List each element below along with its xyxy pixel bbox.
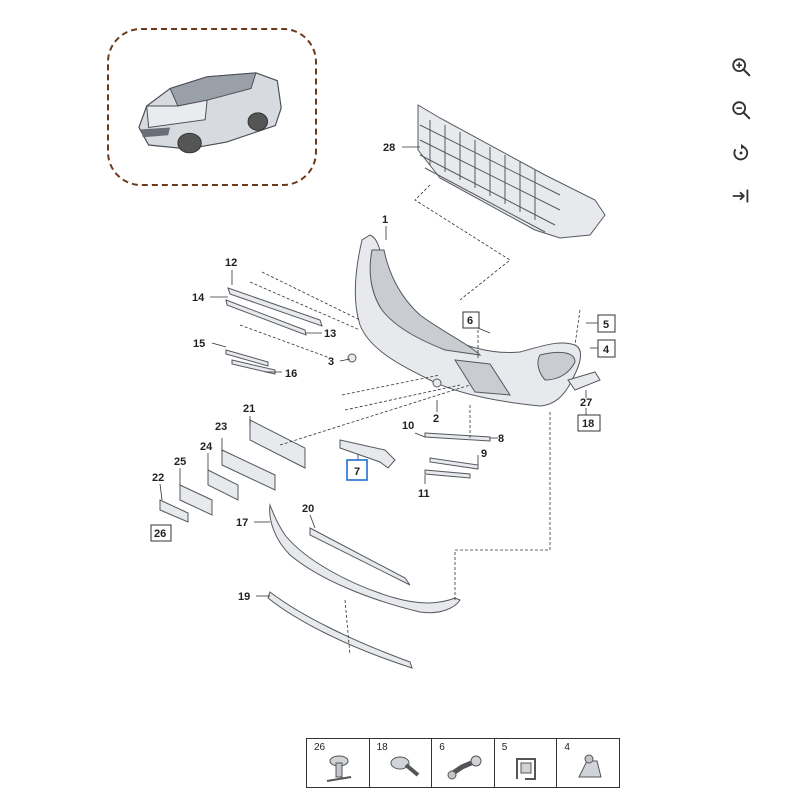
- small-strips-part[interactable]: [424, 432, 491, 479]
- bumper-cover-part[interactable]: [354, 234, 582, 407]
- callout-1[interactable]: 1: [382, 214, 388, 226]
- push-pin-clip-icon: [447, 755, 482, 780]
- callout-2[interactable]: 2: [433, 413, 439, 425]
- callout-14[interactable]: 14: [192, 292, 205, 304]
- bracket-part-21[interactable]: [249, 419, 306, 469]
- callout-3[interactable]: 3: [328, 356, 334, 368]
- svg-text:7: 7: [354, 466, 360, 478]
- legend-item-18[interactable]: 18: [370, 739, 433, 787]
- callout-9[interactable]: 9: [481, 448, 487, 460]
- legend-number: 26: [314, 742, 326, 753]
- callout-8[interactable]: 8: [498, 433, 504, 445]
- expanding-rivet-icon: [326, 755, 352, 782]
- legend-number: 5: [501, 742, 508, 753]
- legend-item-6[interactable]: 6: [432, 739, 495, 787]
- bracket-part-25[interactable]: [179, 484, 213, 516]
- clip-nut-icon: [578, 754, 603, 778]
- reset-view-button[interactable]: [726, 138, 756, 168]
- callout-12[interactable]: 12: [225, 257, 237, 269]
- callout-24[interactable]: 24: [200, 441, 213, 453]
- callout-11[interactable]: 11: [418, 488, 430, 500]
- bracket-part-22[interactable]: [159, 499, 189, 523]
- callouts: 28 1 12 14 13 15 16 3 2 10 8 9 11 21 23 …: [150, 142, 616, 603]
- view-toolbar: [726, 52, 758, 224]
- reset-rotate-icon: [733, 143, 749, 161]
- bracket-part-23[interactable]: [221, 449, 276, 491]
- callout-box-4[interactable]: 4: [597, 339, 616, 358]
- callout-box-6[interactable]: 6: [462, 311, 480, 329]
- callout-25[interactable]: 25: [174, 456, 186, 468]
- callout-10[interactable]: 10: [402, 420, 414, 432]
- zoom-in-button[interactable]: [726, 52, 756, 82]
- svg-text:26: 26: [154, 528, 166, 540]
- legend-number: 18: [376, 742, 388, 753]
- callout-27[interactable]: 27: [580, 397, 592, 409]
- svg-text:18: 18: [582, 418, 594, 430]
- callout-21[interactable]: 21: [243, 403, 255, 415]
- legend-item-5[interactable]: 5: [495, 739, 558, 787]
- lower-lip-part-19[interactable]: [267, 591, 413, 669]
- callout-box-26[interactable]: 26: [150, 524, 172, 542]
- assembly-lines: [239, 184, 581, 656]
- trim-strip-lower-part[interactable]: [225, 349, 276, 375]
- svg-text:6: 6: [467, 315, 473, 327]
- callout-box-7[interactable]: 7: [346, 459, 368, 481]
- spoiler-trim-part-20[interactable]: [309, 527, 411, 586]
- callout-17[interactable]: 17: [236, 517, 248, 529]
- svg-text:4: 4: [603, 344, 610, 356]
- callout-20[interactable]: 20: [302, 503, 314, 515]
- callout-15[interactable]: 15: [193, 338, 205, 350]
- zoom-in-icon: [732, 58, 751, 77]
- callout-16[interactable]: 16: [285, 368, 297, 380]
- vehicle-thumbnail[interactable]: [107, 28, 317, 186]
- spring-clip-icon: [515, 758, 536, 780]
- bracket-part-24[interactable]: [207, 469, 239, 501]
- trim-strip-upper-part[interactable]: [225, 287, 323, 336]
- callout-box-18[interactable]: 18: [577, 414, 601, 432]
- grille-part[interactable]: [417, 104, 606, 239]
- collapse-panel-button[interactable]: [726, 181, 756, 211]
- callout-22[interactable]: 22: [152, 472, 164, 484]
- screw-icon: [390, 756, 419, 777]
- legend-number: 4: [564, 742, 570, 753]
- callout-box-5[interactable]: 5: [597, 314, 616, 333]
- clip-part-3[interactable]: [347, 353, 357, 363]
- clip-part-2[interactable]: [432, 378, 442, 388]
- legend-number: 6: [439, 742, 445, 753]
- bracket-part-7[interactable]: [339, 439, 396, 469]
- leader-lines: [159, 146, 600, 597]
- lower-spoiler-part-17[interactable]: [269, 503, 461, 614]
- suv-vehicle-icon: [138, 72, 282, 154]
- callout-28[interactable]: 28: [383, 142, 395, 154]
- svg-text:5: 5: [603, 319, 609, 331]
- fastener-legend: 26 18 6 5 4: [306, 738, 620, 788]
- callout-19[interactable]: 19: [238, 591, 250, 603]
- legend-item-4[interactable]: 4: [557, 739, 619, 787]
- zoom-out-icon: [732, 101, 751, 120]
- legend-item-26[interactable]: 26: [307, 739, 370, 787]
- bracket-part-27[interactable]: [567, 371, 601, 391]
- zoom-out-button[interactable]: [726, 95, 756, 125]
- callout-23[interactable]: 23: [215, 421, 227, 433]
- arrow-right-to-line-icon: [732, 189, 749, 203]
- callout-13[interactable]: 13: [324, 328, 336, 340]
